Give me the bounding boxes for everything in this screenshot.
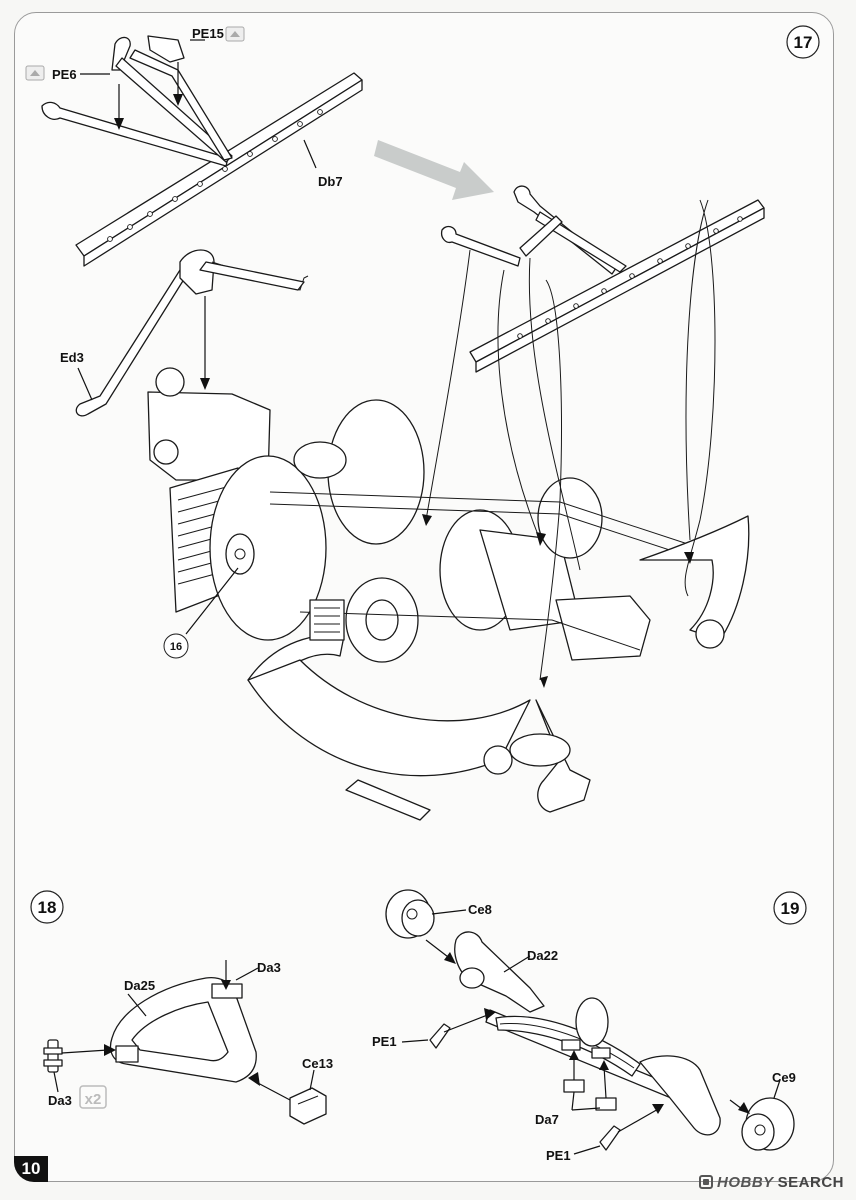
quantity-x2-label: x2	[85, 1091, 102, 1108]
pe1-plate-bottom-part	[599, 1125, 621, 1151]
step-18: 18 Da25	[30, 890, 333, 1125]
da3-pin-part	[43, 1039, 63, 1073]
ce13-bracket-part	[289, 1087, 327, 1125]
step-18-arrows	[53, 960, 315, 1101]
step-19-arrows	[401, 909, 781, 1155]
photo-etch-icon	[225, 26, 245, 42]
ce9-hub-part	[741, 1097, 795, 1151]
pe-leaders	[80, 39, 317, 169]
label-da25: Da25	[124, 978, 155, 993]
ed3-rod-part	[75, 249, 309, 417]
da25-arm-part	[109, 976, 257, 1083]
ce8-hub-part	[385, 889, 435, 939]
label-pe1-top: PE1	[372, 1034, 397, 1049]
label-pe15: PE15	[192, 26, 224, 41]
step-19: 19	[372, 889, 807, 1163]
step-18-badge: 18	[30, 890, 64, 924]
watermark-suffix: SEARCH	[777, 1173, 844, 1191]
label-pe6: PE6	[52, 67, 77, 82]
watermark-brand: HOBBY	[716, 1173, 774, 1191]
label-pe1-bottom: PE1	[546, 1148, 571, 1163]
label-da3-side: Da3	[48, 1093, 72, 1108]
label-da7: Da7	[535, 1112, 559, 1127]
label-ce9: Ce9	[772, 1070, 796, 1085]
pe6-brace-part	[41, 36, 233, 167]
label-da3-top: Da3	[257, 960, 281, 975]
label-db7: Db7	[318, 174, 343, 189]
da22-knuckle-part	[454, 931, 545, 1013]
axle-spring-assembly	[485, 997, 721, 1136]
upper-crossmember-subassembly	[440, 185, 765, 373]
step-19-number: 19	[781, 899, 800, 918]
pe1-plate-top-part	[429, 1023, 451, 1049]
assembly-direction-arrow	[374, 140, 494, 200]
hobby-search-watermark: HOBBY SEARCH	[698, 1172, 844, 1192]
reference-callout-16: 16	[163, 567, 239, 659]
label-ed3: Ed3	[60, 350, 84, 365]
step-17-badge: 17	[786, 25, 820, 59]
label-da22: Da22	[527, 948, 558, 963]
da7-clamps-part	[563, 1079, 617, 1111]
hobby-search-logo-icon	[698, 1175, 713, 1189]
photo-etch-icon	[25, 65, 45, 81]
label-ce13: Ce13	[302, 1056, 333, 1071]
label-ce8: Ce8	[468, 902, 492, 917]
step-19-badge: 19	[773, 891, 807, 925]
callout-16-number: 16	[170, 641, 182, 653]
step-17-number: 17	[794, 33, 813, 52]
step-18-number: 18	[38, 898, 57, 917]
placement-guide-lines	[422, 199, 716, 688]
chassis-assembly	[147, 367, 750, 821]
quantity-multiplier: x2	[79, 1085, 107, 1109]
step-17: 17	[25, 25, 820, 821]
